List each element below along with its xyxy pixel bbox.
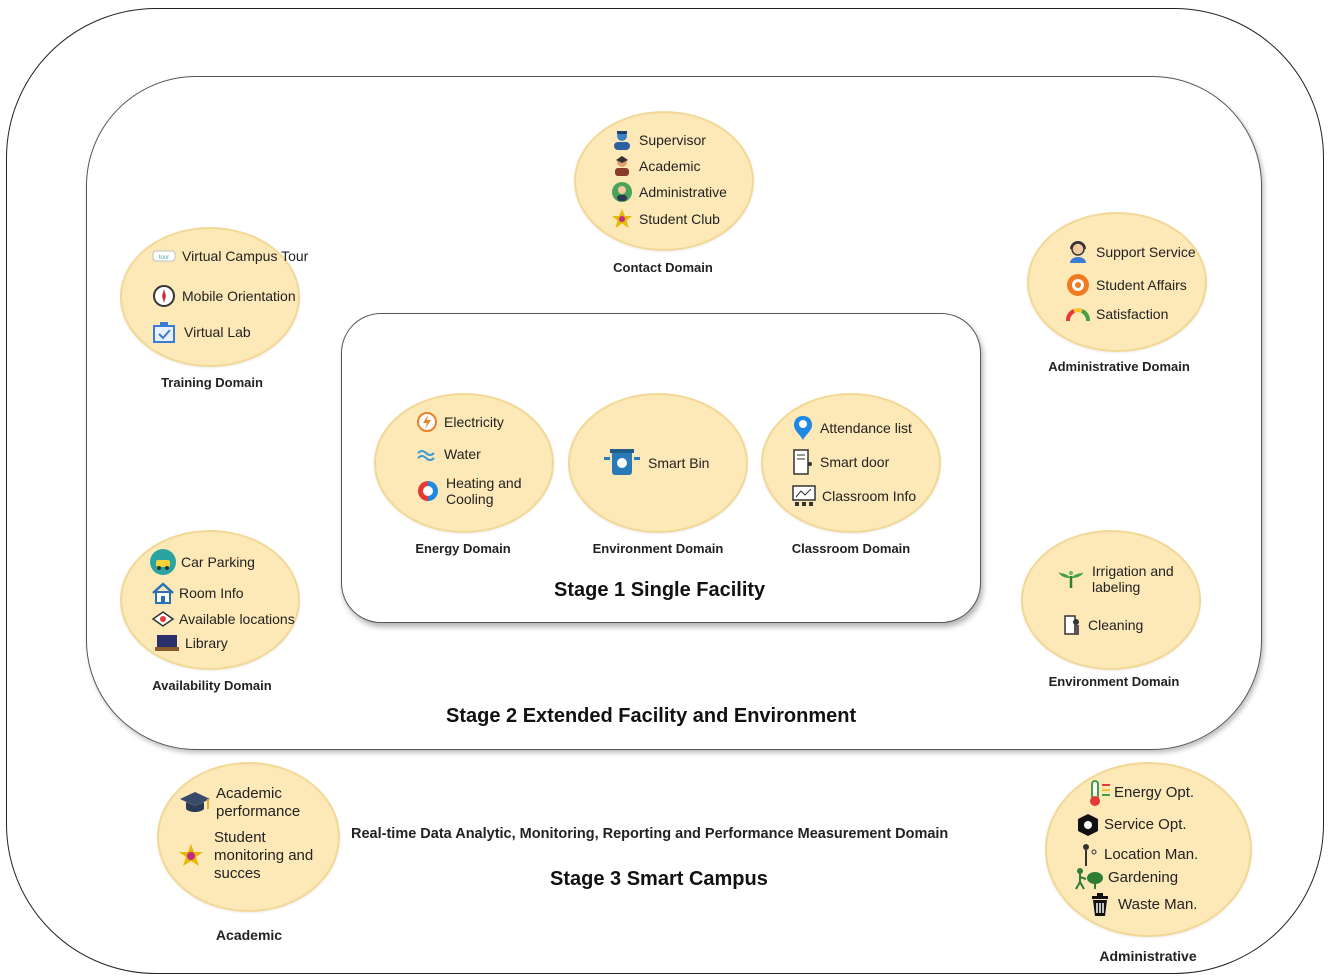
- service-icon: [1076, 813, 1100, 837]
- contact-item: Supervisor: [611, 129, 706, 151]
- environment-domain-oval: [568, 393, 748, 533]
- administrative-3-item: Gardening: [1074, 866, 1178, 890]
- environment-2-item: Irrigation and labeling: [1056, 563, 1174, 595]
- administrative-3-oval: [1045, 762, 1252, 937]
- realtime-domain-label: Real-time Data Analytic, Monitoring, Rep…: [351, 826, 949, 842]
- administrative-icon: [611, 181, 633, 203]
- availability-item: Car Parking: [149, 548, 255, 576]
- energy-item: Electricity: [416, 411, 504, 433]
- training-domain-label: Training Domain: [161, 375, 263, 390]
- academic-oval: [157, 762, 340, 912]
- availability-item: Available locations: [151, 610, 295, 628]
- administrative-domain-label: Administrative Domain: [1048, 359, 1190, 374]
- contact-domain-label: Contact Domain: [613, 260, 713, 275]
- support-service-icon: [1066, 240, 1090, 264]
- training-item: Mobile Orientation: [152, 284, 296, 308]
- virtual-tour-icon: tour: [152, 248, 176, 264]
- energy-item: Water: [416, 445, 481, 463]
- stage-2-container: [86, 76, 1262, 750]
- administrative-3-label: Administrative: [1099, 948, 1197, 964]
- stage-2-title: Stage 2 Extended Facility and Environmen…: [446, 705, 857, 727]
- stage-1-title: Stage 1 Single Facility: [554, 579, 766, 601]
- student-club-icon: [611, 208, 633, 230]
- classroom-item: Attendance list: [792, 414, 912, 442]
- virtual-lab-icon: [152, 320, 178, 344]
- classroom-domain-label: Classroom Domain: [791, 541, 911, 556]
- administrative-3-item: Waste Man.: [1090, 893, 1197, 917]
- availability-domain-oval: [120, 530, 300, 670]
- training-domain-oval: [120, 227, 300, 367]
- administrative-item: Support Service: [1066, 240, 1196, 264]
- availability-item: Library: [155, 633, 228, 653]
- trash-icon: [1090, 893, 1110, 917]
- energy-domain-oval: [374, 393, 554, 533]
- graduation-cap-icon: [178, 789, 212, 817]
- training-item: Virtual Lab: [152, 320, 251, 344]
- contact-item: Student Club: [611, 208, 720, 230]
- classroom-domain-oval: [761, 393, 941, 533]
- smart-bin-icon: [602, 447, 642, 479]
- stage-3-title: Stage 3 Smart Campus: [550, 868, 768, 890]
- classroom-info-icon: [792, 485, 816, 507]
- cleaning-icon: [1062, 613, 1082, 637]
- academic-label: Academic: [215, 927, 283, 943]
- satisfaction-gauge-icon: [1066, 305, 1090, 323]
- academic-item: Academic performance: [178, 785, 316, 821]
- electricity-icon: [416, 411, 438, 433]
- administrative-3-item: Service Opt.: [1076, 813, 1187, 837]
- environment-domain-2-label: Environment Domain: [1048, 674, 1180, 689]
- administrative-3-item: Energy Opt.: [1088, 779, 1194, 807]
- contact-item: Administrative: [611, 181, 727, 203]
- energy-item: Heating and Cooling: [416, 475, 526, 507]
- training-item: tour Virtual Campus Tour: [152, 248, 308, 264]
- student-affairs-icon: [1066, 273, 1090, 297]
- gardening-icon: [1074, 866, 1104, 890]
- stage-3-container: [6, 8, 1324, 974]
- energy-domain-label: Energy Domain: [415, 541, 511, 556]
- classroom-item: Smart door: [792, 448, 889, 476]
- svg-text:tour: tour: [159, 255, 169, 261]
- availability-domain-label: Availability Domain: [152, 678, 272, 693]
- environment-2-item: Cleaning: [1062, 613, 1143, 637]
- administrative-item: Satisfaction: [1066, 305, 1168, 323]
- academic-item: Student monitoring and succes: [178, 829, 324, 883]
- availability-item: Room Info: [151, 581, 244, 605]
- water-icon: [416, 445, 438, 463]
- smart-door-icon: [792, 448, 814, 476]
- administrative-item: Student Affairs: [1066, 273, 1187, 297]
- irrigation-icon: [1056, 568, 1086, 590]
- heating-cooling-icon: [416, 479, 440, 503]
- administrative-domain-oval: [1027, 212, 1207, 352]
- room-info-icon: [151, 581, 175, 605]
- compass-icon: [152, 284, 176, 308]
- environment-domain-2-oval: [1021, 530, 1201, 670]
- library-icon: [155, 633, 179, 653]
- environment-item: Smart Bin: [602, 447, 709, 479]
- supervisor-icon: [611, 129, 633, 151]
- attendance-hand-icon: [792, 414, 814, 442]
- contact-item: Academic: [611, 155, 700, 177]
- location-icon: [151, 610, 175, 628]
- location-pin-icon: [1080, 842, 1100, 868]
- contact-domain-oval: [574, 111, 754, 251]
- thermometer-icon: [1088, 779, 1112, 807]
- classroom-item: Classroom Info: [792, 485, 916, 507]
- administrative-3-item: Location Man.: [1080, 842, 1198, 868]
- environment-domain-label: Environment Domain: [592, 541, 724, 556]
- student-star-icon: [178, 843, 204, 869]
- academic-icon: [611, 155, 633, 177]
- car-parking-icon: [149, 548, 177, 576]
